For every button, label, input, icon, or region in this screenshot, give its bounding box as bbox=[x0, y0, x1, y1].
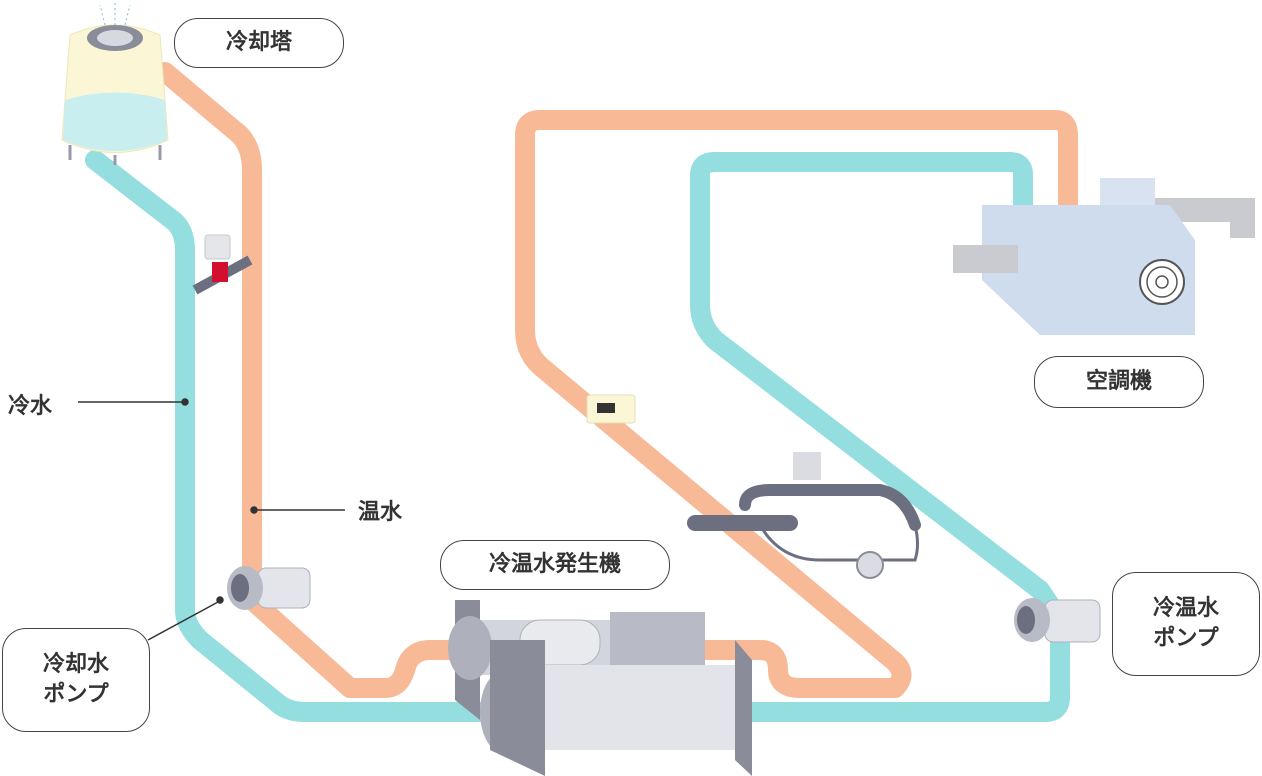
cold-pipe-loop bbox=[690, 152, 1070, 722]
label-generator: 冷温水発生機 bbox=[440, 540, 670, 590]
hot-pipe-tower bbox=[155, 62, 262, 610]
cooling-tower bbox=[61, 3, 169, 165]
label-line: 冷却水 bbox=[42, 652, 109, 678]
air-conditioner bbox=[953, 178, 1255, 335]
label-line: ポンプ bbox=[1153, 626, 1219, 651]
label-air-conditioner: 空調機 bbox=[1034, 356, 1204, 408]
label-cooling-water-pump: 冷却水 ポンプ bbox=[2, 628, 150, 732]
label-cold-water: 冷水 bbox=[8, 394, 53, 419]
flow-meter bbox=[192, 234, 253, 295]
label-line: 冷温水 bbox=[1152, 596, 1219, 622]
label-chw-pump: 冷温水 ポンプ bbox=[1112, 572, 1260, 676]
label-cooling-tower: 冷却塔 bbox=[174, 18, 344, 68]
hot-pipe-to-generator bbox=[242, 590, 480, 698]
label-hot-water: 温水 bbox=[358, 500, 403, 525]
leader-cooling-pump bbox=[147, 601, 219, 641]
cold-pipe-tower bbox=[85, 150, 515, 722]
bypass-valve bbox=[687, 452, 921, 579]
absorption-chiller-heater bbox=[448, 600, 752, 776]
cooling-water-pump bbox=[227, 566, 311, 610]
label-line: ポンプ bbox=[43, 682, 109, 707]
hot-pipe-loop bbox=[515, 110, 1078, 698]
flow-meter-display bbox=[586, 394, 636, 424]
chw-pump bbox=[1014, 598, 1101, 643]
